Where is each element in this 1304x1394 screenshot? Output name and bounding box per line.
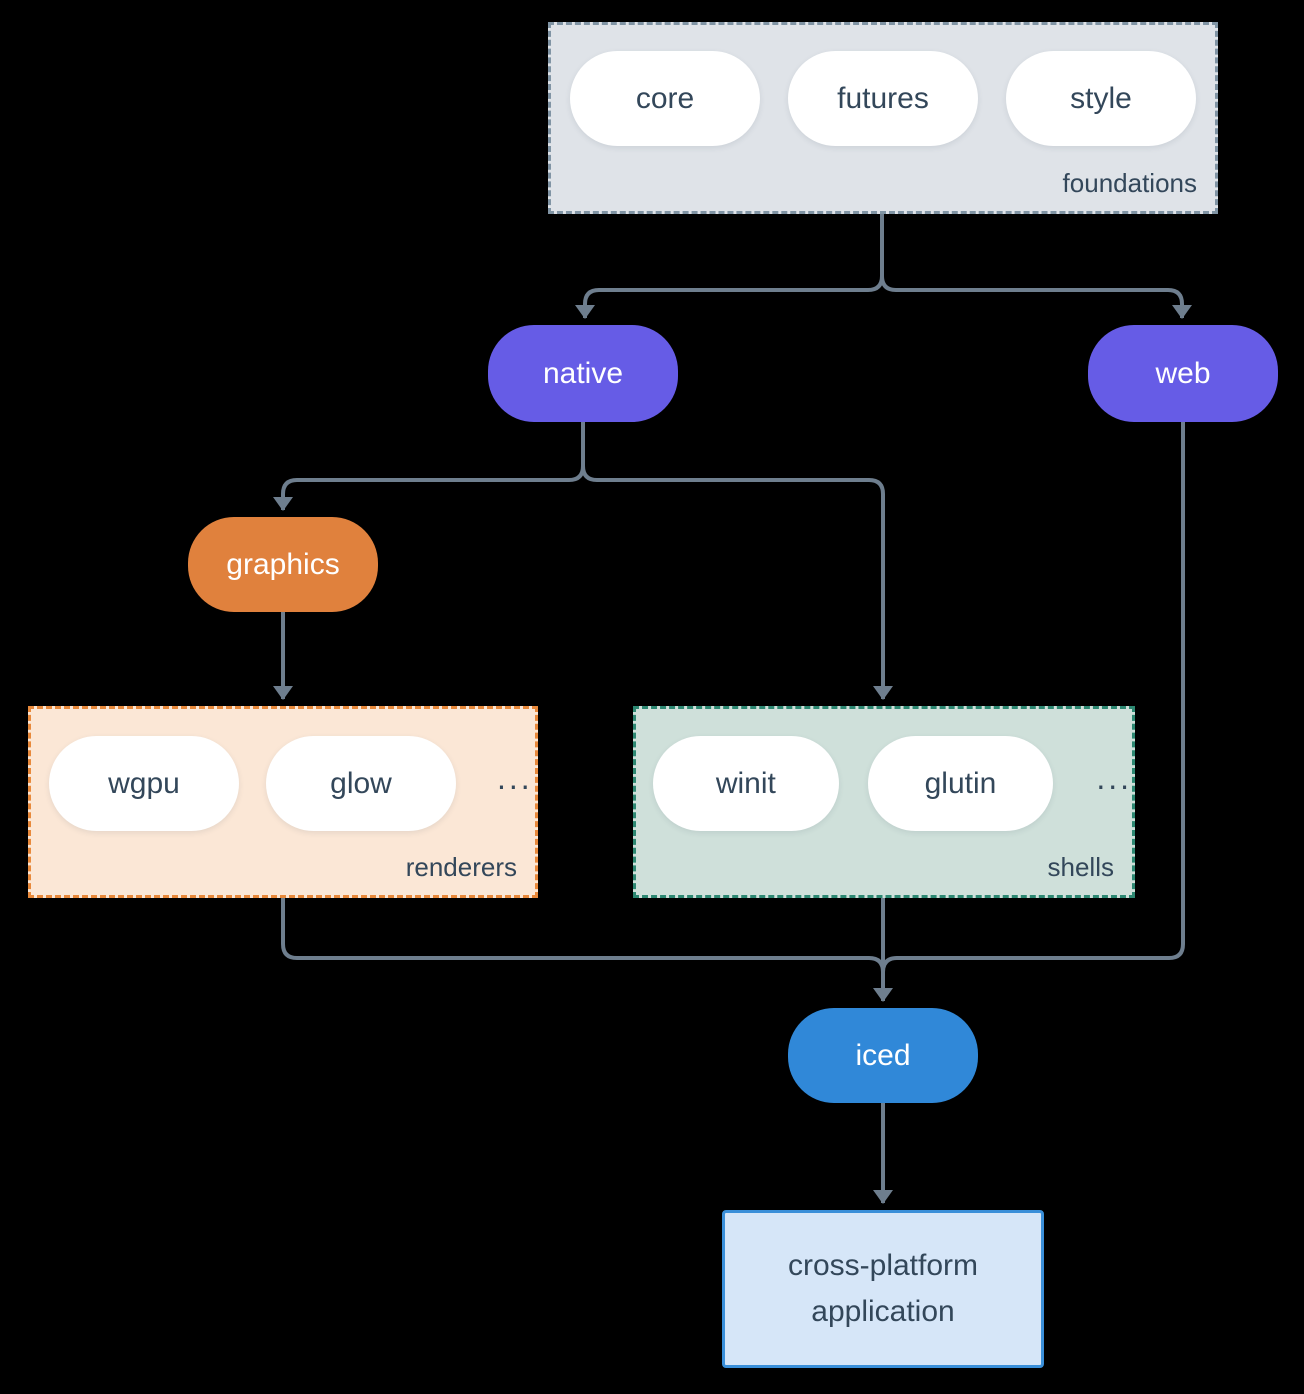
renderers-label: renderers xyxy=(405,852,517,882)
node-futures: futures xyxy=(788,51,978,146)
node-native: native xyxy=(488,325,678,422)
foundations-pill-row: core futures style xyxy=(551,25,1215,146)
shells-ellipsis: ... xyxy=(1096,760,1132,796)
shells-label: shells xyxy=(1047,852,1114,882)
node-winit: winit xyxy=(653,736,839,831)
edge-native-to-shells xyxy=(581,422,893,700)
node-cross-platform-application: cross-platform application xyxy=(722,1210,1044,1368)
node-web: web xyxy=(1088,325,1278,422)
node-core: core xyxy=(570,51,760,146)
node-wgpu: wgpu xyxy=(49,736,239,831)
foundations-label: foundations xyxy=(1062,168,1197,198)
renderers-pill-row: wgpu glow ... xyxy=(31,709,535,831)
shells-group: winit glutin ... shells xyxy=(633,706,1135,898)
foundations-group: core futures style foundations xyxy=(548,22,1218,214)
renderers-group: wgpu glow ... renderers xyxy=(28,706,538,898)
node-style: style xyxy=(1006,51,1196,146)
node-iced: iced xyxy=(788,1008,978,1103)
edge-foundations-to-native xyxy=(575,214,884,319)
edge-renderers-to-merge xyxy=(281,898,885,973)
node-graphics: graphics xyxy=(188,517,378,612)
edge-foundations-to-web xyxy=(880,214,1192,319)
node-glow: glow xyxy=(266,736,456,831)
node-glutin: glutin xyxy=(867,736,1054,831)
edge-native-to-graphics xyxy=(273,422,585,511)
shells-pill-row: winit glutin ... xyxy=(636,709,1132,831)
renderers-ellipsis: ... xyxy=(497,760,533,796)
